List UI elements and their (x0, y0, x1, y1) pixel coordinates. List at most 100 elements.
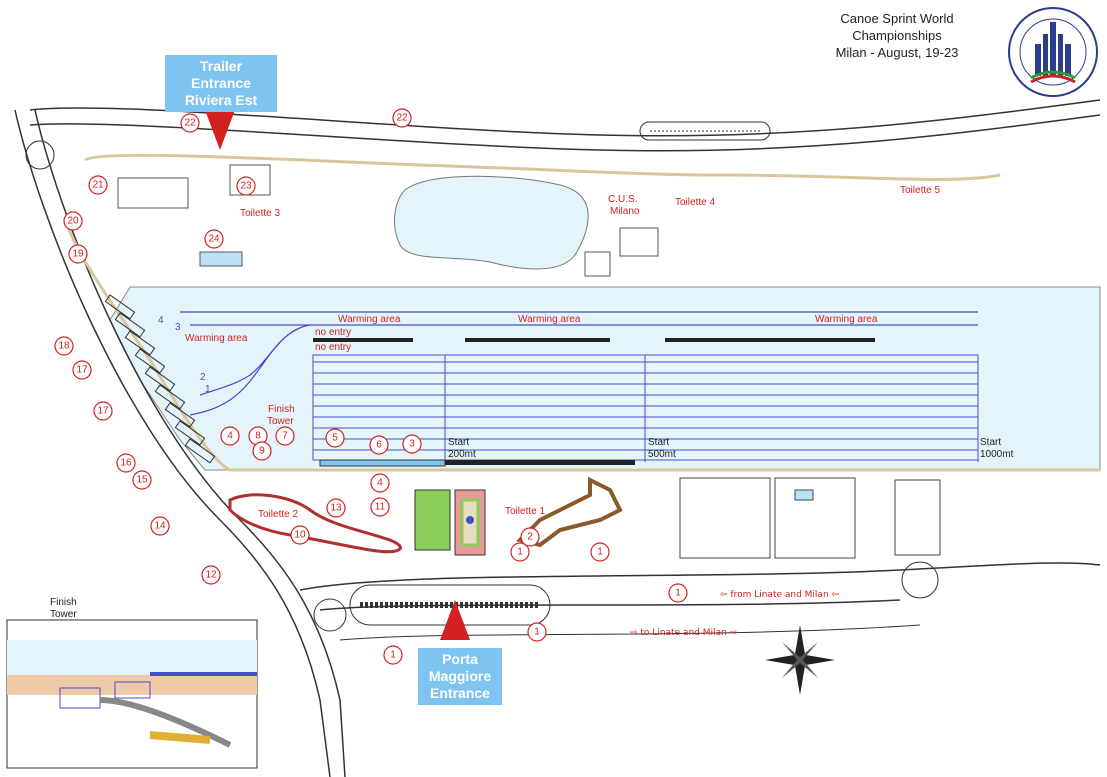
finish-area-inset (6, 619, 258, 769)
grandstand-bar (445, 460, 635, 465)
svg-text:3: 3 (409, 439, 415, 450)
svg-text:4: 4 (377, 478, 383, 489)
start-label: Start (648, 437, 669, 448)
svg-text:4: 4 (227, 431, 233, 442)
marker-12: 12 (201, 565, 221, 585)
start-1000-label: 1000mt (980, 449, 1014, 460)
pontoon (184, 438, 216, 464)
svg-text:1: 1 (675, 588, 681, 599)
svg-text:12: 12 (205, 570, 217, 581)
lane-number: 2 (200, 372, 206, 383)
svg-text:21: 21 (92, 180, 104, 191)
outer-road-north-2 (29, 114, 1101, 152)
inset-finish-tower-label: Finish (50, 597, 77, 608)
marker-4: 4 (370, 473, 390, 493)
trailer-entrance-line2: Riviera Est (184, 92, 258, 108)
lane-number: 4 (158, 315, 164, 326)
svg-text:11: 11 (375, 502, 386, 513)
start-label: Start (980, 437, 1001, 448)
pool-east (794, 489, 814, 501)
toilette-1-label: Toilette 1 (505, 506, 545, 517)
trailer-entrance-arrow-icon (205, 110, 235, 150)
svg-text:1: 1 (534, 627, 540, 638)
no-entry-label: no entry (315, 327, 351, 338)
svg-text:24: 24 (208, 234, 220, 245)
marker-23: 23 (236, 176, 256, 196)
west-road (14, 109, 331, 777)
compass-rose-icon (765, 625, 835, 695)
svg-text:8: 8 (255, 431, 261, 442)
toilette-2-label: Toilette 2 (258, 509, 298, 520)
toilette-4-label: Toilette 4 (675, 197, 715, 208)
svg-text:20: 20 (67, 216, 79, 227)
toilette-3-label: Toilette 3 (240, 208, 280, 219)
sports-complex (679, 477, 771, 559)
marker-22: 22 (392, 108, 412, 128)
start-200-label: 200mt (448, 449, 476, 460)
finish-pontoon (319, 459, 446, 467)
toilette-5-label: Toilette 5 (900, 185, 940, 196)
warming-area-label: Warming area (815, 314, 878, 325)
main-entrance-line1: Porta (442, 651, 478, 667)
marker-15: 15 (132, 470, 152, 490)
cus-label: Milano (610, 206, 640, 217)
milan-cathedral-seal-icon (1008, 7, 1098, 97)
svg-text:10: 10 (294, 530, 306, 541)
marker-4: 4 (220, 426, 240, 446)
trailer-park-west (228, 493, 402, 554)
svg-text:15: 15 (136, 475, 148, 486)
start-label: Start (448, 437, 469, 448)
event-title: Canoe Sprint World Championships Milan -… (817, 10, 977, 61)
svg-text:23: 23 (240, 181, 252, 192)
building (619, 227, 659, 257)
marker-5: 5 (325, 428, 345, 448)
marker-7: 7 (275, 426, 295, 446)
marker-3: 3 (402, 434, 422, 454)
main-entrance-line2: Maggiore (428, 668, 492, 684)
marker-10: 10 (290, 525, 310, 545)
pontoon (164, 402, 196, 428)
marker-17: 17 (93, 401, 113, 421)
pontoon (144, 366, 176, 392)
pontoon (114, 312, 146, 338)
lane-number: 3 (175, 322, 181, 333)
from-linate-label: ⇦ from Linate and Milan ⇦ (720, 590, 839, 600)
marker-1: 1 (527, 622, 547, 642)
marker-14: 14 (150, 516, 170, 536)
finish-tower-label: Tower (267, 416, 294, 427)
event-title-line2: Championships (852, 28, 942, 43)
marker-13: 13 (326, 498, 346, 518)
svg-text:19: 19 (72, 249, 84, 260)
marker-11: 11 (370, 497, 390, 517)
pool-24 (199, 251, 243, 267)
pontoon (134, 348, 166, 374)
svg-text:7: 7 (282, 431, 288, 442)
marker-1: 1 (510, 542, 530, 562)
svg-text:5: 5 (332, 433, 338, 444)
building (584, 251, 611, 277)
outer-road-north (29, 99, 1101, 137)
svg-text:1: 1 (390, 650, 396, 661)
svg-text:18: 18 (58, 341, 70, 352)
lane-number-labels: 43 21 (158, 315, 211, 395)
roundabout (313, 598, 347, 632)
sports-complex-2 (774, 477, 856, 559)
marker-20: 20 (63, 211, 83, 231)
main-entrance-line3: Entrance (430, 685, 490, 701)
marker-1: 1 (383, 645, 403, 665)
main-entrance-arrow-icon (440, 600, 470, 640)
marker-17: 17 (72, 360, 92, 380)
no-entry-label: no entry (315, 342, 351, 353)
marker-19: 19 (68, 244, 88, 264)
marker-21: 21 (88, 175, 108, 195)
svg-text:6: 6 (376, 440, 382, 451)
pontoon (154, 384, 186, 410)
marker-22: 22 (180, 113, 200, 133)
marker-24: 24 (204, 229, 224, 249)
lane-number: 1 (205, 384, 211, 395)
marker-6: 6 (369, 435, 389, 455)
svg-text:9: 9 (259, 446, 265, 457)
no-entry-bars (313, 338, 875, 342)
